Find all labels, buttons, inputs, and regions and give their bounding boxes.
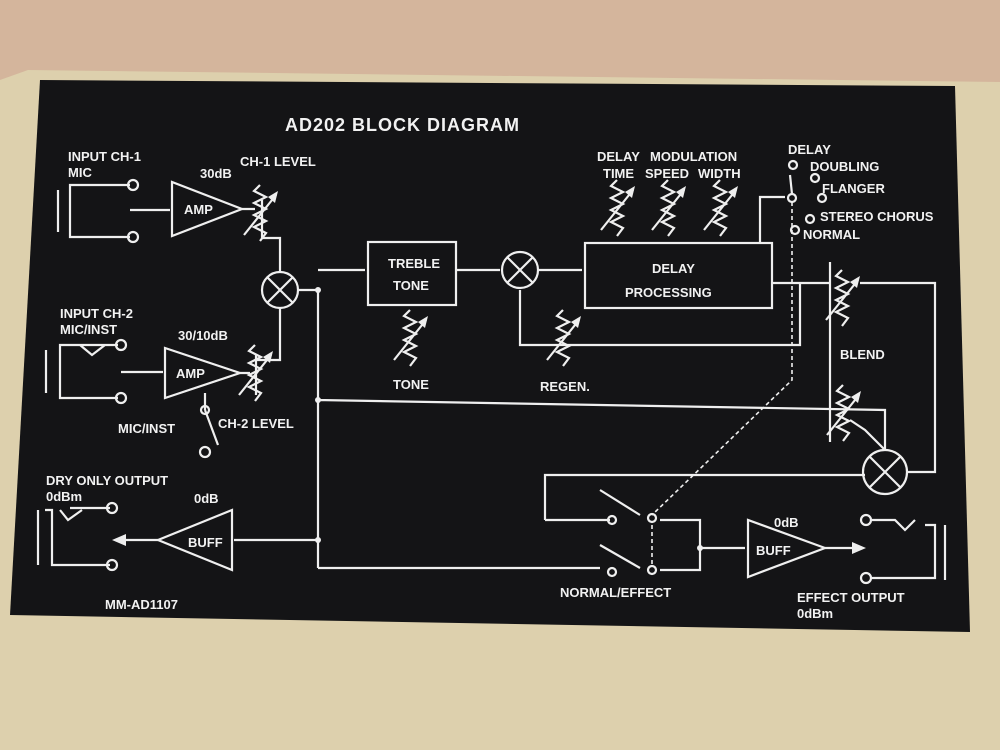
delay-block-line1: DELAY (652, 261, 695, 276)
wire (758, 195, 830, 285)
delay-time-label-2: TIME (603, 166, 634, 181)
mixer-circle-2 (500, 250, 540, 290)
delay-time-pot-icon (600, 179, 634, 237)
blend-pot-icon (825, 269, 859, 327)
switch-terminal (646, 564, 658, 576)
ch1-input-type: MIC (68, 165, 92, 180)
ch1-input-label: INPUT CH-1 (68, 149, 141, 164)
jack-terminal (859, 571, 873, 585)
ch1-gain: 30dB (200, 166, 232, 181)
part-number: MM-AD1107 (105, 597, 178, 612)
ch1-level-pot-icon (243, 184, 277, 242)
treble-block-line1: TREBLE (388, 256, 440, 271)
ch2-amp-triangle (163, 346, 244, 400)
jack-terminal (105, 558, 119, 572)
normal-effect-switch-label[interactable]: NORMAL/EFFECT (560, 585, 671, 600)
dry-buffer-label: BUFF (188, 535, 223, 550)
effect-buffer-gain: 0dB (774, 515, 799, 530)
blend-mix-pot-icon (826, 384, 860, 442)
black-label-plate (10, 80, 970, 632)
switch-terminal (198, 445, 212, 459)
pot-arrow-icon (850, 276, 860, 288)
ch1-jack-icon (56, 183, 130, 239)
blend-label: BLEND (840, 347, 885, 362)
ch2-input-label: INPUT CH-2 (60, 306, 133, 321)
ch2-gain: 30/10dB (178, 328, 228, 343)
mode-selector-switch[interactable] (786, 159, 828, 236)
dry-output-label: DRY ONLY OUTPUT (46, 473, 168, 488)
dry-output-jack-icon (36, 506, 110, 567)
switch-terminal (606, 514, 618, 526)
mod-width-label: WIDTH (698, 166, 741, 181)
mod-speed-pot-icon (651, 179, 685, 237)
delay-block-line2: PROCESSING (625, 285, 712, 300)
treble-block-line2: TONE (393, 278, 429, 293)
regen-label: REGEN. (540, 379, 590, 394)
jack-terminal (105, 501, 119, 515)
junction-dot (315, 397, 321, 403)
mode-delay-label: DELAY (788, 142, 831, 157)
jack-terminal (114, 391, 128, 405)
junction-dot (315, 287, 321, 293)
effect-output-level: 0dBm (797, 606, 833, 621)
mode-doubling-label: DOUBLING (810, 159, 879, 174)
wire (828, 262, 937, 474)
mod-width-pot-icon (703, 179, 737, 237)
dry-buffer-triangle (155, 508, 234, 572)
mode-flanger-label: FLANGER (822, 181, 885, 196)
pot-arrow-icon (728, 186, 738, 198)
effect-output-label: EFFECT OUTPUT (797, 590, 905, 605)
ch2-input-type: MIC/INST (60, 322, 117, 337)
pot-arrow-icon (418, 316, 428, 328)
pot-arrow-icon (851, 391, 861, 403)
switch-terminal (646, 512, 658, 524)
wire (318, 473, 865, 572)
regen-loop-wire (518, 283, 802, 347)
arrow-icon (852, 542, 866, 554)
jack-terminal (126, 178, 140, 192)
delay-processing-block (583, 241, 774, 310)
pot-arrow-icon (263, 351, 273, 363)
ch1-amp-label: AMP (184, 202, 213, 217)
jack-terminal (859, 513, 873, 527)
modulation-label: MODULATION (650, 149, 737, 164)
effect-output-jack-icon (825, 518, 947, 580)
tone-pot-label: TONE (393, 377, 429, 392)
pot-arrow-icon (676, 186, 686, 198)
ch1-amp-triangle (170, 180, 246, 238)
dry-buffer-gain: 0dB (194, 491, 219, 506)
diagram-title: AD202 BLOCK DIAGRAM (285, 115, 520, 135)
delay-time-label-1: DELAY (597, 149, 640, 164)
ch1-level-label: CH-1 LEVEL (240, 154, 316, 169)
junction-dot (697, 545, 703, 551)
pot-arrow-icon (571, 316, 581, 328)
regen-pot-icon (546, 309, 580, 367)
mode-normal-label: NORMAL (803, 227, 860, 242)
tone-pot-icon (393, 309, 427, 367)
ch2-jack-icon (44, 343, 118, 400)
effect-buffer-label: BUFF (756, 543, 791, 558)
arrow-icon (112, 534, 126, 546)
pot-arrow-icon (268, 191, 278, 203)
mic-inst-switch-label: MIC/INST (118, 421, 175, 436)
effect-buffer-triangle (746, 518, 829, 579)
mod-speed-label: SPEED (645, 166, 689, 181)
ch2-level-pot-icon (238, 344, 272, 402)
mic-inst-switch[interactable] (199, 404, 211, 416)
dry-output-level: 0dBm (46, 489, 82, 504)
jack-terminal (126, 230, 140, 244)
mode-stereo-chorus-label: STEREO CHORUS (820, 209, 934, 224)
jack-terminal (114, 338, 128, 352)
switch-terminal (606, 566, 618, 578)
ch2-level-label: CH-2 LEVEL (218, 416, 294, 431)
treble-tone-block (366, 240, 458, 307)
pot-arrow-icon (625, 186, 635, 198)
ch2-amp-label: AMP (176, 366, 205, 381)
mixer-circle-3 (861, 448, 909, 496)
ganged-switch-link (651, 202, 793, 516)
